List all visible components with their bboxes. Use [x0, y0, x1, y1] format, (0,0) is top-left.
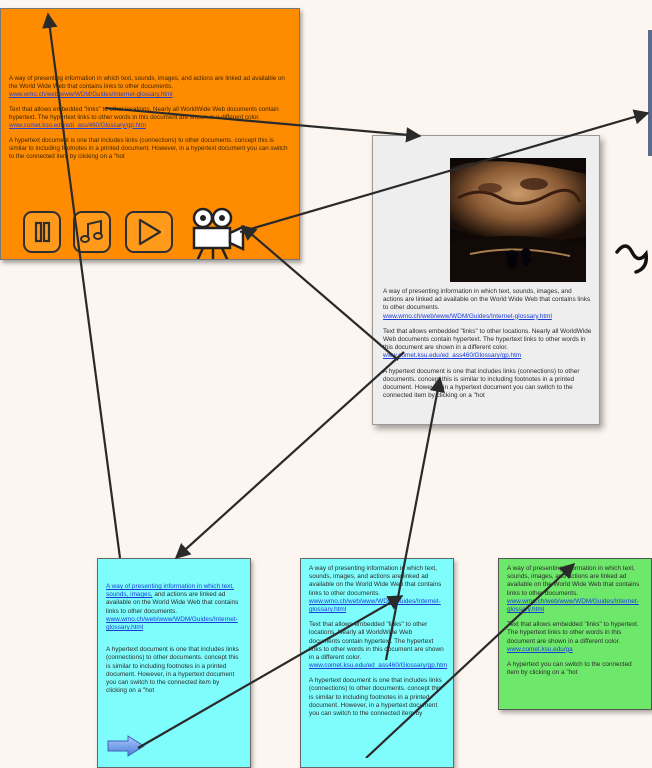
cyan-card-middle[interactable]: A way of presenting information in which… — [300, 558, 454, 768]
green-p1-link[interactable]: www.wmo.ch/web/www/WDM/Guides/Internet-g… — [507, 597, 639, 613]
orange-p2-text: Text that allows embedded "links" to oth… — [9, 105, 279, 121]
green-p2-text: Text that allows embedded "links" to hyp… — [507, 621, 639, 645]
cyan1-paragraph-2: A hypertext document is one that include… — [106, 646, 242, 695]
gray-text-block: A way of presenting information in which… — [383, 288, 593, 407]
orange-p1-link[interactable]: www.wmo.ch/web/www/WDM/Guides/Internet-g… — [9, 90, 173, 98]
orange-p1-text: A way of presenting information in which… — [9, 75, 285, 90]
cyan1-p2-text: A hypertext document is one that include… — [106, 646, 239, 695]
gray-p1-link[interactable]: www.wmo.ch/web/www/WDM/Guides/Internet-g… — [383, 312, 552, 320]
orange-paragraph-3: A hypertext document is one that include… — [9, 137, 291, 161]
cyan1-paragraph-1: A way of presenting information in which… — [106, 583, 242, 632]
blue-arrow-icon[interactable] — [106, 735, 146, 757]
green-p3-text: A hypertext you can switch to the connec… — [507, 660, 632, 677]
pause-button[interactable] — [23, 211, 61, 253]
cyan2-p1-link[interactable]: www.wmo.ch/web/www/WDM/Guides/Internet-g… — [309, 597, 441, 613]
cyan2-p2-link[interactable]: www.comet.ksu.edu/ed_ass460/Glossary/gp.… — [309, 662, 448, 670]
gray-paragraph-2: Text that allows embedded "links" to oth… — [383, 328, 593, 361]
gray-image-card[interactable]: A way of presenting information in which… — [372, 135, 600, 425]
orange-media-card[interactable]: A way of presenting information in which… — [0, 8, 300, 260]
handwritten-squiggle — [615, 244, 649, 274]
pause-icon — [34, 221, 51, 243]
gray-paragraph-3: A hypertext document is one that include… — [383, 368, 593, 401]
cyan2-paragraph-2: Text that allows embedded "links" to oth… — [309, 621, 448, 670]
music-note-icon — [80, 219, 103, 243]
green-paragraph-3: A hypertext you can switch to the connec… — [507, 661, 643, 677]
cyan2-paragraph-1: A way of presenting information in which… — [309, 565, 445, 614]
orange-p2-link[interactable]: www.comet.ksu.edu/edi_ass/460/Glossary/g… — [9, 121, 146, 129]
gray-p3-text: A hypertext document is one that include… — [383, 367, 580, 400]
gray-paragraph-1: A way of presenting information in which… — [383, 288, 593, 321]
green-paragraph-2: Text that allows embedded "links" to hyp… — [507, 621, 643, 654]
cyan2-p2-text: Text that allows embedded "links" to oth… — [309, 621, 444, 661]
play-button[interactable] — [125, 211, 173, 253]
green-p1-text: A way of presenting information in which… — [507, 565, 640, 597]
orange-paragraph-1: A way of presenting information in which… — [9, 75, 291, 99]
orange-paragraph-2: Text that allows embedded "links" to oth… — [9, 106, 291, 130]
gray-p2-link[interactable]: www.comet.ksu.edu/ed_ass460/Glossary/gp.… — [383, 352, 522, 360]
movie-camera-icon[interactable] — [189, 205, 249, 260]
orange-p3-text: A hypertext document is one that include… — [9, 136, 288, 160]
cyan2-p1-text: A way of presenting information in which… — [309, 565, 442, 597]
arrow-gray-to-cyan1 — [174, 351, 405, 560]
cyan2-p3-text: A hypertext document is one that include… — [309, 677, 442, 717]
green-card[interactable]: A way of presenting information in which… — [498, 558, 652, 710]
cyan1-p1-link[interactable]: A way of presenting information in which… — [106, 583, 234, 599]
green-p2-link[interactable]: www.comet.ksu.edu/ga — [507, 645, 573, 653]
offscreen-card-edge — [648, 30, 652, 156]
cyan-card-left[interactable]: A way of presenting information in which… — [97, 558, 251, 768]
cave-painting-image — [450, 158, 586, 282]
gray-p1-text: A way of presenting information in which… — [383, 288, 591, 312]
gray-p2-text: Text that allows embedded "links" to oth… — [383, 327, 592, 352]
cyan2-paragraph-3: A hypertext document is one that include… — [309, 677, 445, 718]
green-paragraph-1: A way of presenting information in which… — [507, 565, 643, 614]
music-button[interactable] — [73, 211, 111, 253]
cyan1-p1-url[interactable]: www.wmo.ch/web/www/WDM/Guides/Internet-g… — [106, 615, 238, 631]
play-icon — [138, 218, 162, 246]
media-controls — [23, 205, 253, 260]
